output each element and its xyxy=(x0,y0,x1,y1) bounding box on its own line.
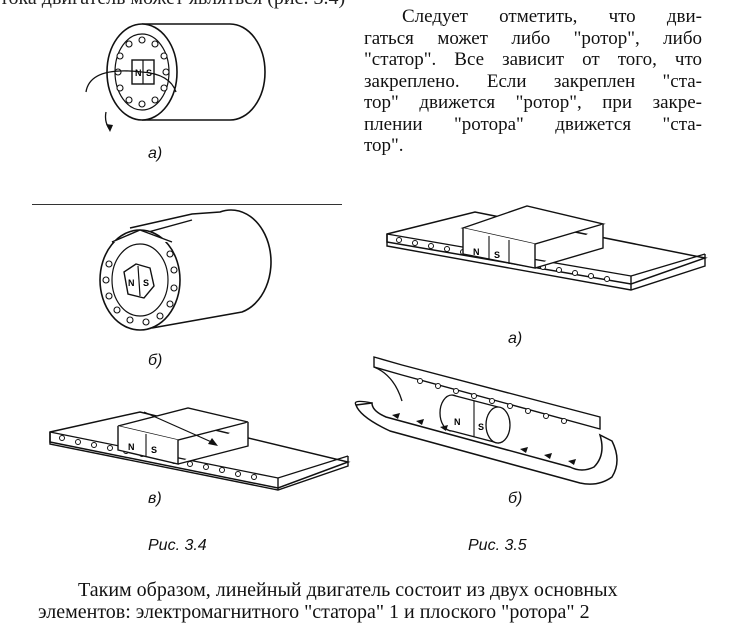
fig35a-flat-motor-diagram: N S xyxy=(386,205,708,291)
fig35a-caption: а) xyxy=(508,330,523,347)
fig34a-caption: а) xyxy=(148,145,163,162)
fig35b-caption: б) xyxy=(508,490,523,507)
para-line-4: закреплено. Если закреплен "ста- xyxy=(364,70,702,92)
fig34b-caption: б) xyxy=(148,352,163,369)
fig34v-south-label: S xyxy=(151,445,157,455)
fig34b-south-label: S xyxy=(143,278,149,288)
fig35b-tubular-motor-diagram: N S xyxy=(354,356,618,485)
fig35a-north-label: N xyxy=(473,247,480,257)
fig34v-north-label: N xyxy=(128,442,135,452)
fig34a-north-label: N xyxy=(135,68,142,78)
para-line-1: Следует отметить, что дви- xyxy=(402,6,702,27)
fig34b-open-cylinder-diagram: N S xyxy=(99,209,272,331)
para-line-6: плении "ротора" движется "ста- xyxy=(364,113,702,135)
fig34v-caption: в) xyxy=(148,490,162,507)
para-line-5: тор" движется "ротор", при закре- xyxy=(364,92,702,113)
figure-3-5-title: Рис. 3.5 xyxy=(468,537,527,554)
fig35b-south-label: S xyxy=(478,422,484,432)
top-text-fragment: тока двигатель может являться (рис. 3.4) xyxy=(0,0,345,10)
fig35a-south-label: S xyxy=(494,250,500,260)
para-line-2: гаться может либо "ротор", либо xyxy=(364,27,702,49)
section-divider xyxy=(32,204,342,205)
fig34b-north-label: N xyxy=(128,278,135,288)
para-line-3: "статор". Все зависит от того, что xyxy=(364,49,702,70)
para-line-7: тор". xyxy=(364,135,404,156)
bottom-paragraph-line-1: Таким образом, линейный двигатель состои… xyxy=(78,579,618,601)
figure-3-4-title: Рис. 3.4 xyxy=(148,537,207,554)
fig34a-cylinder-diagram: N S xyxy=(85,23,266,132)
fig34v-flat-motor-diagram: N S xyxy=(49,407,351,491)
bottom-paragraph-line-2: элементов: электромагнитного "статора" 1… xyxy=(38,601,590,623)
right-paragraph: Следует отметить, что дви- гаться может … xyxy=(364,6,702,157)
fig35b-north-label: N xyxy=(454,417,461,427)
